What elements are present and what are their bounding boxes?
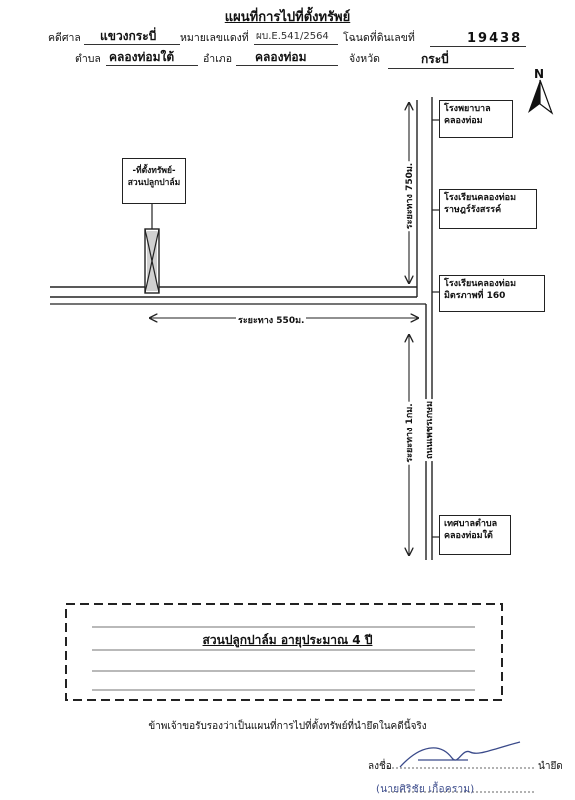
landmark-school-ratsangsan: โรงเรียนคลองท่อม ราษฎร์รังสรรค์ [439, 189, 537, 229]
sign-label: ลงชื่อ [368, 761, 392, 772]
certification-text: ข้าพเจ้าขอรับรองว่าเป็นแผนที่การไปที่ตั้… [148, 721, 427, 732]
note-text: สวนปลูกปาล์ม อายุประมาณ 4 ปี [202, 633, 373, 647]
distance-label-horizontal: ระยะทาง 550ม. [236, 313, 307, 327]
subdistrict-underline [106, 65, 198, 66]
district-value: คลองท่อม [255, 50, 307, 64]
signer-name: (นายศิริชัย เกื้อคราม) [376, 784, 475, 795]
case-label: หมายเลขแดงที่ [180, 32, 249, 44]
court-label: คดีศาล [48, 32, 81, 44]
district-label: อำเภอ [203, 53, 233, 65]
distance-label-vertical-top: ระยะทาง 750ม. [402, 160, 416, 232]
province-underline [388, 68, 514, 69]
court-underline [84, 44, 180, 45]
landmark-school-mittraphap: โรงเรียนคลองท่อม มิตรภาพที่ 160 [439, 275, 545, 312]
deed-underline [430, 46, 526, 47]
subdistrict-label: ตำบล [75, 53, 101, 65]
case-value: ผบ.E.541/2564 [256, 31, 329, 42]
province-value: กระบี่ [421, 52, 449, 66]
deed-label: โฉนดที่ดินเลขที่ [343, 32, 415, 44]
page-title: แผนที่การไปที่ตั้งทรัพย์ [224, 10, 351, 25]
landmark-hospital: โรงพยาบาล คลองท่อม [439, 100, 513, 138]
distance-label-vertical-bottom: ระยะทาง 1กม. [402, 401, 416, 465]
note-frame [65, 603, 503, 701]
case-underline [254, 44, 338, 45]
north-label: N [534, 67, 545, 81]
deed-value: 19438 [467, 31, 523, 46]
province-label: จังหวัด [349, 53, 380, 65]
signature-mark [399, 741, 521, 768]
property-callout: -ที่ตั้งทรัพย์- สวนปลูกปาล์ม [122, 158, 186, 204]
road-name-label: ถนนเพชรเกษม [422, 398, 436, 462]
subdistrict-value: คลองท่อมใต้ [109, 50, 175, 64]
landmark-municipality: เทศบาลตำบล คลองท่อมใต้ [439, 515, 511, 555]
court-value: แขวงกระบี่ [100, 29, 157, 43]
district-underline [236, 65, 338, 66]
north-arrow-icon [528, 79, 554, 115]
sign-role: นำยึด [538, 761, 563, 772]
